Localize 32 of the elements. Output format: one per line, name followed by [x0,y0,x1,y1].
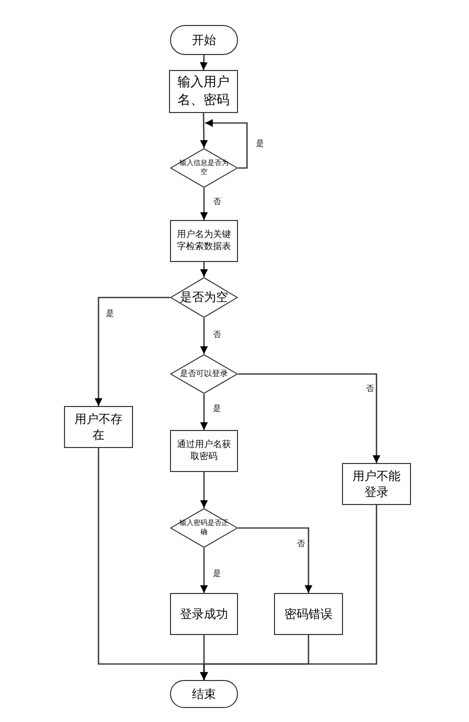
arrow [238,373,380,463]
process-box: 密码错误 [274,593,343,635]
arrow [94,296,170,406]
edge-label: 否 [212,198,222,207]
process-box: 输入用户名、密码 [169,70,238,113]
process-box: 用户不存在 [64,406,133,448]
process-box: 登录成功 [170,593,238,635]
arrow [200,472,208,508]
arrow [205,119,248,169]
edge-label: 是 [212,570,222,579]
arrow [200,318,208,354]
edge-label: 是 [255,140,265,149]
edge-label: 否 [212,331,222,340]
arrow [200,548,208,593]
arrow [200,113,208,148]
edge-label: 是 [212,405,222,414]
edge-label: 是 [105,310,115,319]
process-box: 用户名为关键字检索数据表 [170,220,238,262]
start-terminal: 开始 [170,25,238,55]
arrow [200,505,378,680]
arrow [200,188,208,220]
decision-diamond: 是否为空 [170,277,238,318]
arrow [200,394,208,430]
arrow [200,54,208,70]
end-terminal: 结束 [170,680,238,708]
process-box: 用户不能登录 [342,463,411,505]
arrow [238,527,312,593]
edge-label: 否 [365,385,375,394]
edge-label: 否 [296,540,306,549]
arrow [200,262,208,277]
decision-diamond: 是否可以登录 [170,354,238,394]
process-box: 通过用户名获取密码 [170,430,238,472]
